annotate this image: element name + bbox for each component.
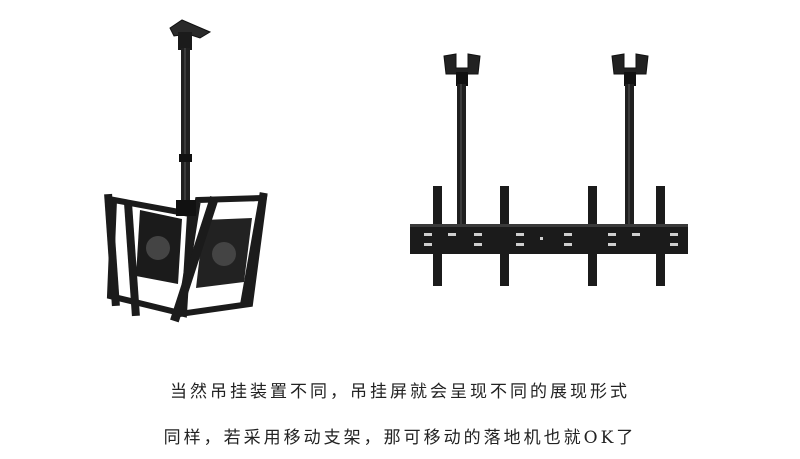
caption-line-2: 同样，若采用移动支架，那可移动的落地机也就OK了 xyxy=(163,428,637,448)
ceiling-tv-mount-image xyxy=(104,19,268,323)
ceiling-dual-screen-mount-image xyxy=(410,53,688,286)
caption-line-1: 当然吊挂装置不同，吊挂屏就会呈现不同的展现形式 xyxy=(170,382,630,402)
